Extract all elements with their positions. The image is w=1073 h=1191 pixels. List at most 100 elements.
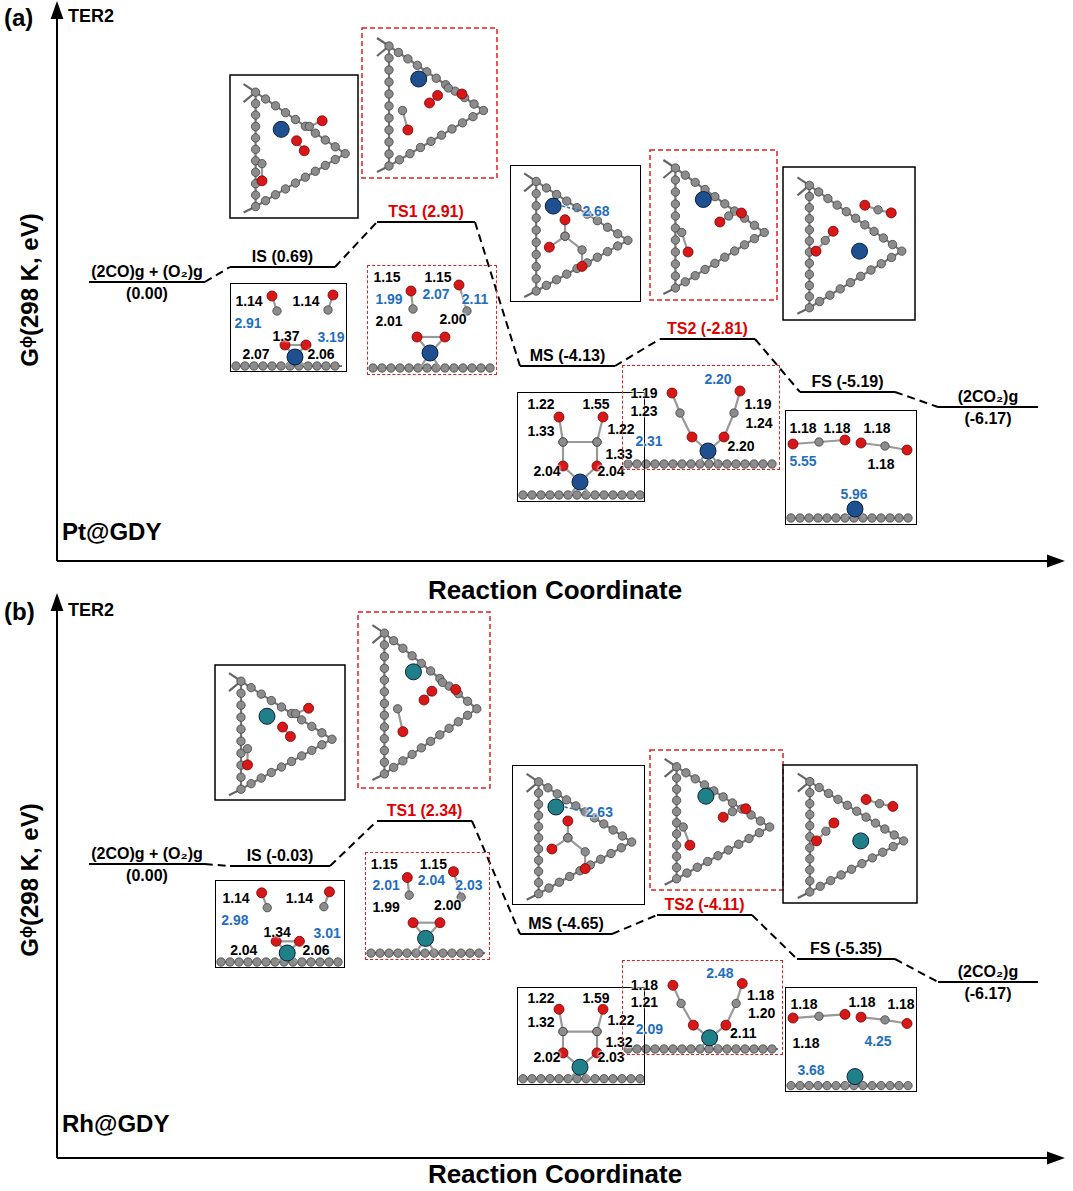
bond-length: 2.02 — [533, 1049, 560, 1065]
metal-atom — [259, 708, 275, 724]
carbon-atom — [385, 150, 393, 158]
carbon-atom — [895, 514, 903, 522]
graphdiyne-ring — [536, 181, 628, 291]
oxygen-atom — [427, 686, 437, 696]
carbon-atom — [734, 840, 742, 848]
oxygen-atom — [902, 1019, 912, 1029]
carbon-atom — [555, 491, 563, 499]
side-view-structure: 1.151.152.012.042.031.992.00 — [365, 852, 490, 960]
carbon-atom — [853, 807, 861, 815]
oxygen-atom — [324, 887, 334, 897]
carbon-atom — [277, 763, 285, 771]
side-view-structure: 1.181.181.181.183.684.25 — [785, 987, 917, 1092]
oxygen-atom — [856, 1012, 866, 1022]
carbon-atom — [325, 958, 333, 966]
carbon-atom — [889, 842, 897, 850]
carbon-atom — [805, 281, 813, 289]
carbon-atom — [671, 164, 679, 172]
carbon-atom — [614, 230, 622, 238]
oxygen-atom — [433, 91, 443, 101]
carbon-atom — [617, 844, 625, 852]
carbon-atom — [311, 167, 319, 175]
carbon-atom — [687, 460, 695, 468]
oxygen-atom — [829, 818, 839, 828]
carbon-atom — [251, 191, 259, 199]
carbon-atom — [328, 735, 336, 743]
transition-state-frame — [650, 150, 777, 300]
carbon-atom — [473, 705, 481, 713]
oxygen-atom — [285, 732, 295, 742]
oxygen-atom — [448, 867, 458, 877]
carbon-atom — [721, 200, 729, 208]
carbon-atom — [879, 848, 887, 856]
oxygen-atom — [718, 812, 728, 822]
graphdiyne-ring — [256, 92, 346, 206]
carbon-atom — [846, 278, 854, 286]
carbon-atom — [237, 713, 245, 721]
carbon-atom — [578, 246, 586, 254]
energy-level: TS2 (-2.81) — [660, 319, 755, 340]
carbon-atom — [603, 223, 611, 231]
bond-length: 1.34 — [263, 924, 290, 940]
carbon-atom — [826, 876, 834, 884]
carbon-atom — [857, 272, 865, 280]
carbon-atom — [385, 102, 393, 110]
axis-title: Reaction Coordinate — [428, 575, 682, 606]
carbon-atom — [307, 958, 315, 966]
oxygen-atom — [687, 432, 697, 442]
carbon-atom — [421, 949, 429, 957]
panel-letter: (b) — [4, 598, 35, 626]
carbon-atom — [700, 781, 708, 789]
state-label: IS (-0.03) — [230, 846, 330, 865]
carbon-atom — [672, 807, 680, 815]
carbon-atom — [267, 768, 275, 776]
carbon-atom — [732, 999, 740, 1007]
carbon-atom — [534, 800, 542, 808]
carbon-atom — [671, 248, 679, 256]
carbon-atom — [237, 785, 245, 793]
carbon-atom — [678, 228, 686, 236]
bond-length: 1.20 — [748, 1005, 775, 1021]
carbon-atom — [806, 788, 814, 796]
carbon-atom — [890, 831, 898, 839]
metal-atom — [287, 349, 303, 365]
carbon-atom — [868, 854, 876, 862]
carbon-atom — [243, 745, 251, 753]
carbon-atom — [277, 362, 285, 370]
state-label: TS2 (-2.81) — [660, 319, 755, 338]
carbon-atom — [313, 362, 321, 370]
oxygen-atom — [412, 332, 422, 342]
carbon-atom — [237, 737, 245, 745]
carbon-atom — [636, 1075, 644, 1083]
carbon-atom — [380, 688, 388, 696]
top-view-structure: 2.68 — [510, 165, 641, 302]
carbon-atom — [563, 197, 571, 205]
state-label: TS1 (2.34) — [377, 801, 472, 820]
carbon-atom — [565, 872, 573, 880]
carbon-atom — [821, 236, 829, 244]
bond-length: 2.20 — [727, 438, 754, 454]
metal-atom — [695, 192, 711, 208]
carbon-atom — [676, 409, 684, 417]
axis-arrowhead — [52, 4, 62, 18]
bond-length: 1.15 — [371, 856, 398, 872]
carbon-atom — [805, 226, 813, 234]
carbon-atom — [768, 460, 776, 468]
carbon-atom — [750, 234, 758, 242]
carbon-atom — [679, 823, 687, 831]
carbon-atom — [247, 683, 255, 691]
carbon-atom — [573, 1075, 581, 1083]
carbon-atom — [561, 232, 569, 240]
carbon-atom — [627, 491, 635, 499]
carbon-atom — [796, 1081, 804, 1089]
carbon-atom — [432, 74, 440, 82]
metal-atom — [548, 799, 564, 815]
carbon-atom — [723, 1045, 731, 1053]
carbon-atom — [561, 232, 569, 240]
carbon-atom — [741, 460, 749, 468]
energy-value: (0.00) — [89, 866, 205, 885]
carbon-atom — [528, 491, 536, 499]
carbon-atom — [217, 958, 225, 966]
oxygen-atom — [737, 979, 747, 989]
carbon-atom — [895, 1081, 903, 1089]
